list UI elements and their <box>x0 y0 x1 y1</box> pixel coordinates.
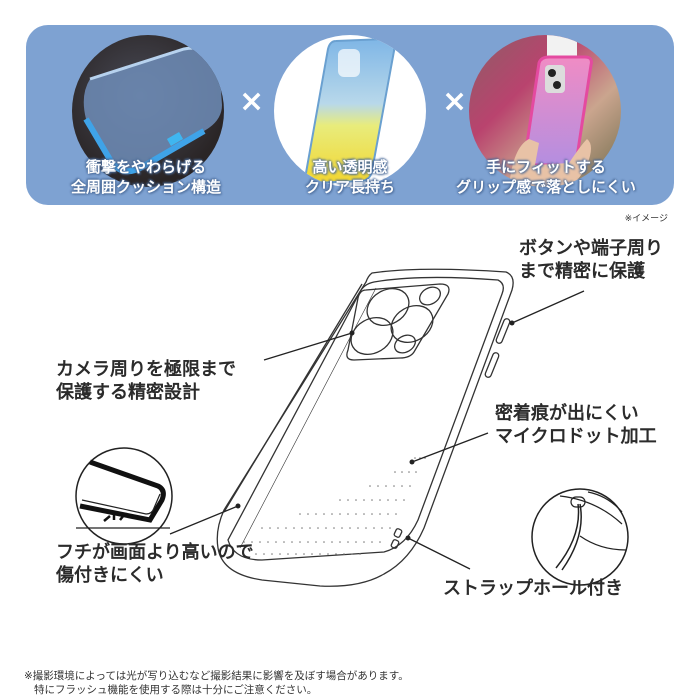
feature-caption-3: 手にフィットする グリップ感で落としにくい <box>446 157 646 197</box>
leader-camera <box>263 332 353 361</box>
leader-microdot <box>411 432 489 463</box>
strap-detail-circle <box>531 488 629 586</box>
feature-banner: × × <box>26 25 674 205</box>
case-outer-outline <box>216 268 514 587</box>
footnote-line1: ※撮影環境によっては光が写り込むなど撮影結果に影響を及ぼす場合があります。 <box>24 670 409 682</box>
camera-flash <box>419 286 441 306</box>
callout-microdot: 密着痕が出にくい マイクロドット加工 <box>495 402 657 448</box>
callout-buttons-line2: まで精密に保護 <box>519 261 645 282</box>
feature-caption-2-line2: クリア長持ち <box>304 178 395 196</box>
leader-strap <box>407 537 471 570</box>
leader-buttons <box>511 290 585 324</box>
feature-caption-1-line1: 衝撃をやわらげる <box>85 158 206 176</box>
feature-caption-1: 衝撃をやわらげる 全周囲クッション構造 <box>46 157 246 197</box>
feature-caption-3-line1: 手にフィットする <box>486 158 606 176</box>
camera-lens-1 <box>366 287 410 327</box>
times-separator-2: × <box>442 84 468 119</box>
callout-edge: フチが画面より高いので 傷付きにくい <box>56 541 254 587</box>
callout-strap-line1: ストラップホール付き <box>443 578 623 599</box>
strap-hole-2 <box>390 539 400 549</box>
case-inner-outline <box>227 276 504 561</box>
footnote-line2: 特にフラッシュ機能を使用する際は十分にご注意ください。 <box>34 684 318 696</box>
camera-sensor <box>394 334 416 354</box>
leader-lines <box>169 290 585 570</box>
callout-camera: カメラ周りを極限まで 保護する精密設計 <box>56 358 236 404</box>
hand-holding-case-image <box>469 35 621 187</box>
strap-hole-1 <box>393 528 403 538</box>
case-edge-closeup-image <box>72 35 224 187</box>
case-rim-line <box>223 283 363 513</box>
callout-microdot-line2: マイクロドット加工 <box>495 426 657 447</box>
footnote: ※撮影環境によっては光が写り込むなど撮影結果に影響を及ぼす場合があります。 特に… <box>24 669 409 697</box>
microdot-pattern <box>243 457 426 555</box>
gradient-clear-case-image <box>274 35 426 187</box>
times-separator-1: × <box>239 84 265 119</box>
callout-buttons-line1: ボタンや端子周り <box>519 238 663 259</box>
feature-caption-2-line1: 高い透明感 <box>312 158 388 176</box>
callout-strap: ストラップホール付き <box>443 577 623 600</box>
side-button-2 <box>484 352 500 378</box>
callout-camera-line1: カメラ周りを極限まで <box>56 359 236 380</box>
callout-microdot-line1: 密着痕が出にくい <box>495 403 639 424</box>
feature-caption-2: 高い透明感 クリア長持ち <box>250 157 450 197</box>
feature-caption-3-line2: グリップ感で落としにくい <box>456 178 636 196</box>
leader-edge <box>169 505 239 535</box>
callout-edge-line2: 傷付きにくい <box>56 565 164 586</box>
callout-buttons: ボタンや端子周り まで精密に保護 <box>519 237 663 283</box>
camera-lens-3 <box>350 316 394 356</box>
edge-detail-circle <box>75 447 173 545</box>
camera-module <box>346 283 450 361</box>
side-button-1 <box>495 318 511 344</box>
callout-camera-line2: 保護する精密設計 <box>56 382 200 403</box>
callout-edge-line1: フチが画面より高いので <box>56 542 254 563</box>
feature-caption-1-line2: 全周囲クッション構造 <box>70 178 221 196</box>
image-note: ※イメージ <box>624 214 668 224</box>
